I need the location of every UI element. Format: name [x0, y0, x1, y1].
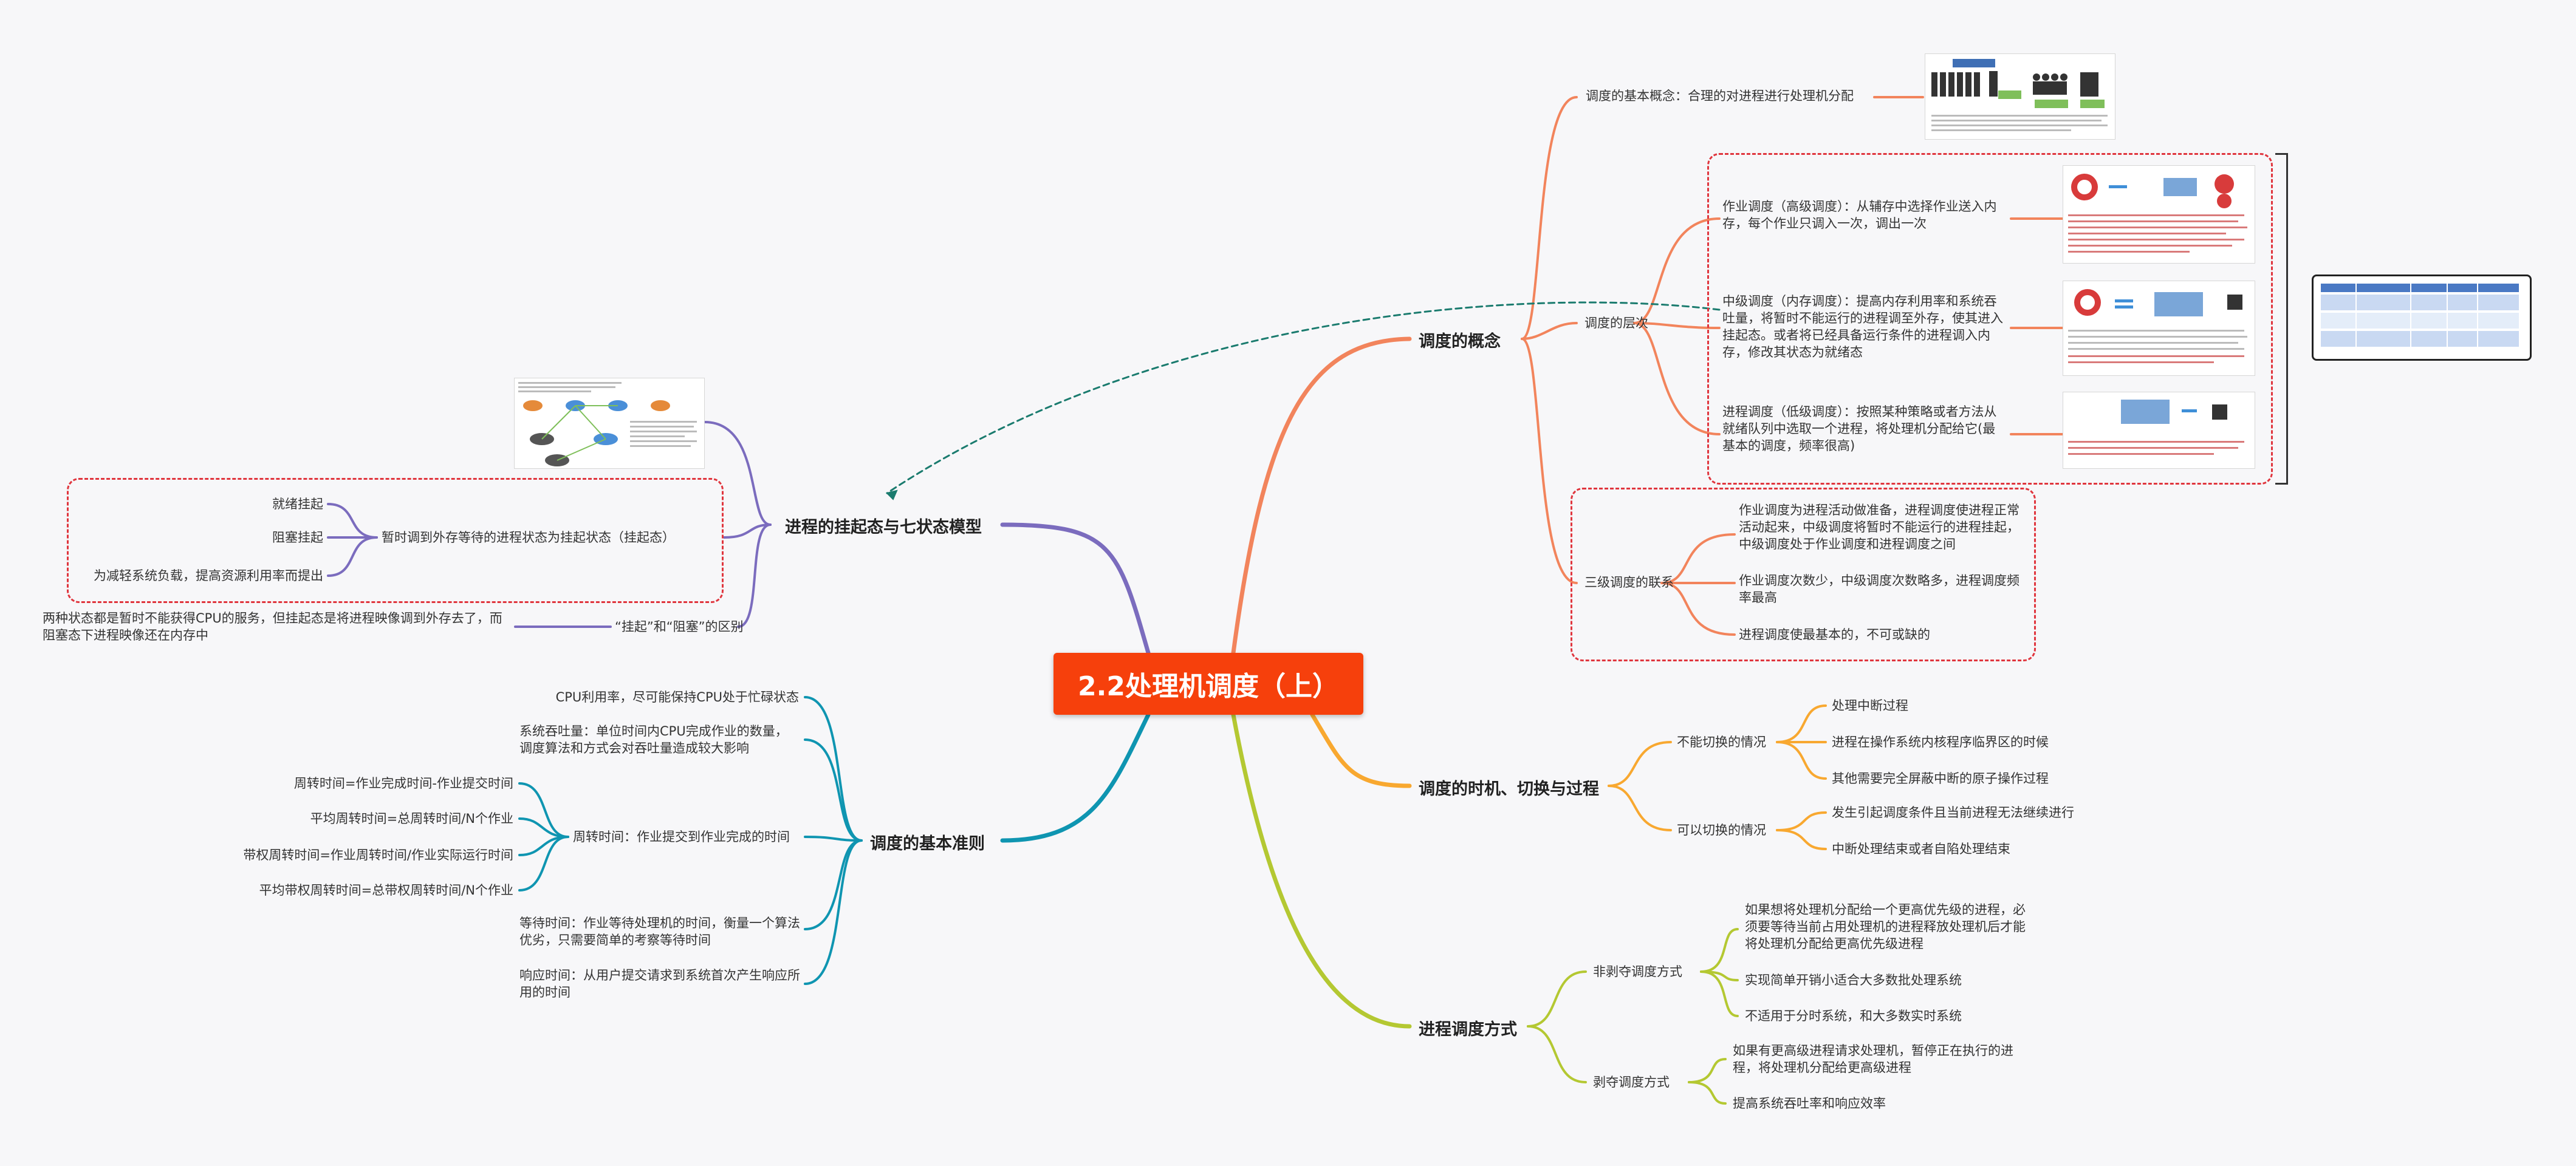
concept-basic[interactable]: 调度的基本概念：合理的对进程进行处理机分配 — [1586, 89, 1854, 103]
cannot-switch-2[interactable]: 进程在操作系统内核程序临界区的时候 — [1832, 735, 2049, 749]
suspend-purpose[interactable]: 为减轻系统负载，提高资源利用率而提出 — [94, 568, 323, 583]
seven-state-diagram — [518, 382, 697, 466]
memory-diagram — [2068, 289, 2247, 363]
response-time[interactable]: 响应时间：从用户提交请求到系统首次产生响应所用的时间 — [519, 968, 800, 1000]
waiting-time[interactable]: 等待时间：作业等待处理机的时间，衡量一个算法优劣，只需要简单的考察等待时间 — [519, 916, 800, 947]
levels-topic[interactable]: 调度的层次 — [1584, 316, 1648, 330]
turnaround-formula[interactable]: 周转时间=作业完成时间-作业提交时间 — [293, 776, 513, 791]
turnaround-time[interactable]: 周转时间：作业提交到作业完成的时间 — [573, 830, 790, 844]
preemptive-2[interactable]: 提高系统吞吐率和响应效率 — [1733, 1096, 1886, 1111]
relation-3[interactable]: 进程调度使最基本的，不可或缺的 — [1739, 627, 1930, 642]
avg-weighted-turnaround-formula[interactable]: 平均带权周转时间=总带权周转时间/N个作业 — [259, 883, 513, 898]
job-scheduling-image[interactable] — [2063, 165, 2255, 264]
suspend-definition[interactable]: 暂时调到外存等待的进程状态为挂起状态（挂起态） — [382, 530, 675, 545]
system-throughput[interactable]: 系统吞吐量：单位时间内CPU完成作业的数量，调度算法和方式会对吞吐量造成较大影响 — [519, 724, 788, 755]
seven-state-image[interactable] — [514, 378, 705, 469]
non-preemptive-2[interactable]: 实现简单开销小适合大多数批处理系统 — [1745, 973, 1962, 987]
concept-image[interactable] — [1925, 53, 2115, 140]
relation-1[interactable]: 作业调度为进程活动做准备，进程调度使进程正常活动起来，中级调度将暂时不能运行的进… — [1739, 503, 2019, 551]
levels-table — [2321, 284, 2519, 347]
mid-scheduling-image[interactable] — [2063, 281, 2255, 376]
preemptive-1[interactable]: 如果有更高级进程请求处理机，暂停正在执行的进程，将处理机分配给更高级进程 — [1733, 1043, 2013, 1075]
cpu-diagram — [2068, 400, 2244, 455]
relation-2[interactable]: 作业调度次数少，中级调度次数略多，进程调度频率最高 — [1739, 573, 2019, 605]
can-switch-2[interactable]: 中断处理结束或者自陷处理结束 — [1832, 842, 2010, 856]
levels-table-image[interactable] — [2312, 274, 2532, 361]
suspend-vs-block[interactable]: “挂起”和“阻塞”的区别 — [615, 619, 744, 634]
cannot-switch-1[interactable]: 处理中断过程 — [1832, 698, 1908, 713]
concept-topic[interactable]: 调度的概念 — [1419, 332, 1501, 351]
process-scheduling-image[interactable] — [2063, 392, 2255, 469]
non-preemptive-3[interactable]: 不适用于分时系统，和大多数实时系统 — [1745, 1009, 1962, 1023]
cannot-switch[interactable]: 不能切换的情况 — [1677, 735, 1766, 749]
timing-topic[interactable]: 调度的时机、切换与过程 — [1419, 780, 1599, 799]
relation-arrow — [886, 301, 1721, 494]
can-switch[interactable]: 可以切换的情况 — [1677, 823, 1766, 837]
non-preemptive[interactable]: 非剥夺调度方式 — [1593, 964, 1682, 979]
states-topic[interactable]: 进程的挂起态与七状态模型 — [785, 518, 982, 537]
ready-suspend[interactable]: 就绪挂起 — [272, 497, 323, 511]
relations-topic[interactable]: 三级调度的联系 — [1584, 575, 1674, 590]
methods-branch-lines — [1231, 712, 1412, 1029]
job-scheduling[interactable]: 作业调度（高级调度）：从辅存中选择作业送入内存，每个作业只调入一次，调出一次 — [1722, 199, 1997, 231]
job-diagram — [2068, 174, 2247, 253]
suspend-vs-block-detail[interactable]: 两种状态都是暂时不能获得CPU的服务，但挂起态是将进程映像调到外存去了，而阻塞态… — [43, 611, 502, 643]
levels-group-frame — [1707, 153, 2273, 485]
blocked-suspend[interactable]: 阻塞挂起 — [272, 530, 323, 545]
concept-branch-lines — [1231, 336, 1412, 655]
mid-scheduling[interactable]: 中级调度（内存调度）：提高内存利用率和系统吞吐量，将暂时不能运行的进程调至外存，… — [1722, 294, 2003, 360]
cannot-switch-3[interactable]: 其他需要完全屏蔽中断的原子操作过程 — [1832, 771, 2049, 786]
weighted-turnaround-formula[interactable]: 带权周转时间=作业周转时间/作业实际运行时间 — [243, 848, 513, 862]
states-branch-lines — [1000, 522, 1151, 655]
can-switch-1[interactable]: 发生引起调度条件且当前进程无法继续进行 — [1832, 805, 2074, 820]
non-preemptive-1[interactable]: 如果想将处理机分配给一个更高优先级的进程，必须要等待当前占用处理机的进程释放处理… — [1745, 902, 2026, 951]
relations-group-frame — [1571, 488, 2036, 661]
cpu-utilization[interactable]: CPU利用率，尽可能保持CPU处于忙碌状态 — [555, 690, 799, 704]
central-topic[interactable]: 2.2处理机调度（上） — [1053, 653, 1363, 715]
suspend-group-frame — [67, 478, 724, 603]
criteria-branch-lines — [1000, 712, 1151, 843]
queue-illustration — [1931, 59, 2108, 131]
timing-branch-lines — [1310, 712, 1412, 788]
avg-turnaround-formula[interactable]: 平均周转时间=总周转时间/N个作业 — [310, 811, 513, 826]
criteria-topic[interactable]: 调度的基本准则 — [870, 834, 985, 853]
levels-bracket — [2275, 153, 2288, 485]
methods-topic[interactable]: 进程调度方式 — [1419, 1020, 1517, 1039]
process-scheduling[interactable]: 进程调度（低级调度）：按照某种策略或者方法从就绪队列中选取一个进程，将处理机分配… — [1722, 404, 1997, 453]
preemptive[interactable]: 剥夺调度方式 — [1593, 1075, 1670, 1089]
